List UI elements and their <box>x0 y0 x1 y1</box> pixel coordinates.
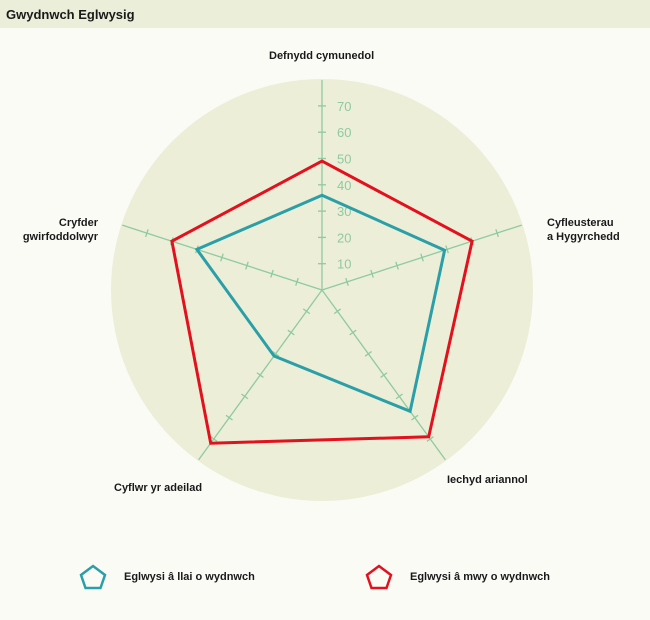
svg-text:40: 40 <box>337 178 351 193</box>
axis-label-volunteer-strength: Cryfder gwirfoddolwyr <box>16 216 98 244</box>
radar-axes <box>122 80 522 461</box>
header-bar: Gwydnwch Eglwysig <box>0 0 650 28</box>
legend-item-more[interactable]: Eglwysi â mwy o wydnwch <box>364 563 550 591</box>
axis-label-line: Cryfder <box>58 217 98 229</box>
svg-text:10: 10 <box>337 257 351 272</box>
axis-label-building-condition: Cyflwr yr adeilad <box>114 482 203 494</box>
svg-text:50: 50 <box>337 152 351 167</box>
axis-label-financial-health: Iechyd ariannol <box>447 474 528 486</box>
axis-label-line: a Hygyrchedd <box>547 231 620 243</box>
legend-label: Eglwysi â mwy o wydnwch <box>410 571 550 583</box>
pentagon-icon <box>365 564 393 590</box>
axis-label-line: Cyfleusterau <box>547 217 614 229</box>
svg-text:70: 70 <box>337 99 351 114</box>
chart-title: Gwydnwch Eglwysig <box>6 7 135 22</box>
axis-label-community-use: Defnydd cymunedol <box>269 50 375 62</box>
svg-text:60: 60 <box>337 125 351 140</box>
legend-item-less[interactable]: Eglwysi â llai o wydnwch <box>78 563 255 591</box>
svg-text:20: 20 <box>337 230 351 245</box>
axis-label-line: gwirfoddolwyr <box>22 231 98 243</box>
pentagon-icon <box>79 564 107 590</box>
axis-label-facilities: Cyfleusterau a Hygyrchedd <box>547 216 620 244</box>
legend-label: Eglwysi â llai o wydnwch <box>124 571 255 583</box>
series-more-resilience <box>170 159 474 445</box>
series-less-resilience <box>194 193 447 414</box>
